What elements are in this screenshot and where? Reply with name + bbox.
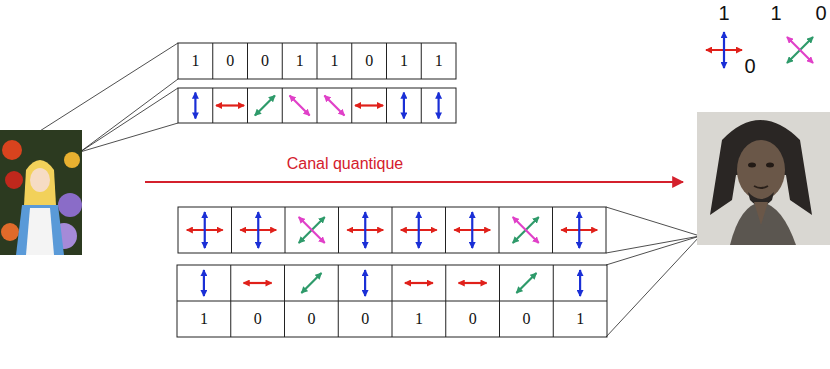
basis-symbols: [187, 212, 598, 248]
bit-cell: 1: [296, 52, 304, 70]
key-digit: 1: [718, 2, 729, 24]
channel-arrow: [145, 181, 683, 183]
bit-cell: 1: [415, 310, 423, 328]
polarization-symbols: [195, 93, 438, 119]
bit-cell: 0: [469, 310, 477, 328]
bit-cell: 0: [361, 310, 369, 328]
bit-cell: 0: [522, 310, 530, 328]
bit-cell: 1: [191, 52, 199, 70]
bit-cell: 1: [330, 52, 338, 70]
bit-cell: 1: [435, 52, 443, 70]
bit-cell: 1: [400, 52, 408, 70]
bob-picture: [697, 112, 830, 245]
bit-cell: 0: [307, 310, 315, 328]
measured-symbols: [204, 270, 580, 296]
alice-picture: [0, 130, 82, 255]
key-symbols: [706, 32, 813, 68]
key-digit: 0: [744, 55, 755, 77]
bit-cell: 1: [576, 310, 584, 328]
key-digit: 0: [815, 2, 826, 24]
bit-cell: 0: [254, 310, 262, 328]
channel-label: Canal quantique: [287, 155, 404, 173]
bit-cell: 0: [226, 52, 234, 70]
bit-cell: 0: [261, 52, 269, 70]
leader-lines: [10, 43, 700, 337]
bit-cell: 1: [200, 310, 208, 328]
table-grid: [177, 43, 607, 337]
key-digit: 1: [770, 2, 781, 24]
bit-cell: 0: [365, 52, 373, 70]
